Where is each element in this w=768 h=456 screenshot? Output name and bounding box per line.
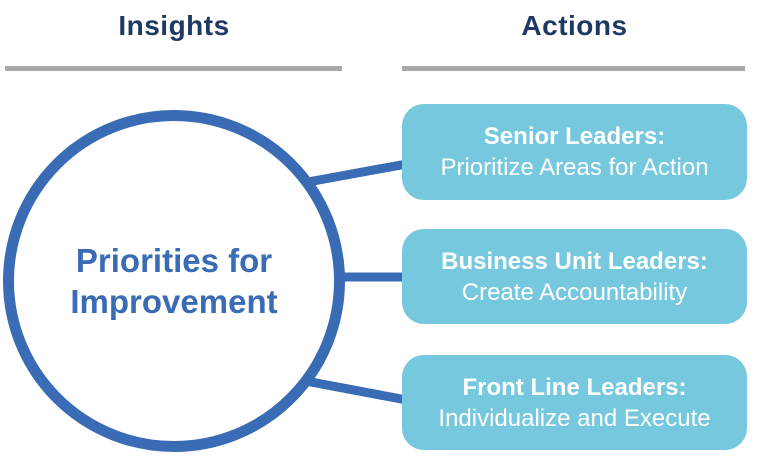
connector-bottom-line [294,374,413,406]
actions-column-header: Actions [521,10,628,41]
action-box-front-line-leaders: Front Line Leaders: Individualize and Ex… [402,355,747,450]
action-box-senior-leaders: Senior Leaders: Prioritize Areas for Act… [402,104,747,200]
action-box-title: Front Line Leaders: [462,373,687,401]
action-box-title: Business Unit Leaders: [441,247,708,275]
priorities-circle: Priorities for Improvement [3,110,345,452]
action-box-subtitle: Create Accountability [461,278,688,306]
insights-divider-rule [5,66,342,71]
priorities-circle-label: Priorities for Improvement [70,240,277,322]
action-box-business-unit-leaders: Business Unit Leaders: Create Accountabi… [402,229,747,324]
connector-top-line [296,158,413,189]
priorities-circle-label-line2: Improvement [70,283,278,320]
action-box-subtitle: Individualize and Execute [438,404,711,432]
action-box-title: Senior Leaders: [483,123,666,150]
insights-column-header: Insights [118,10,230,41]
priorities-circle-label-line1: Priorities for [75,242,273,279]
actions-divider-rule [402,66,745,71]
action-box-subtitle: Prioritize Areas for Action [440,154,709,181]
